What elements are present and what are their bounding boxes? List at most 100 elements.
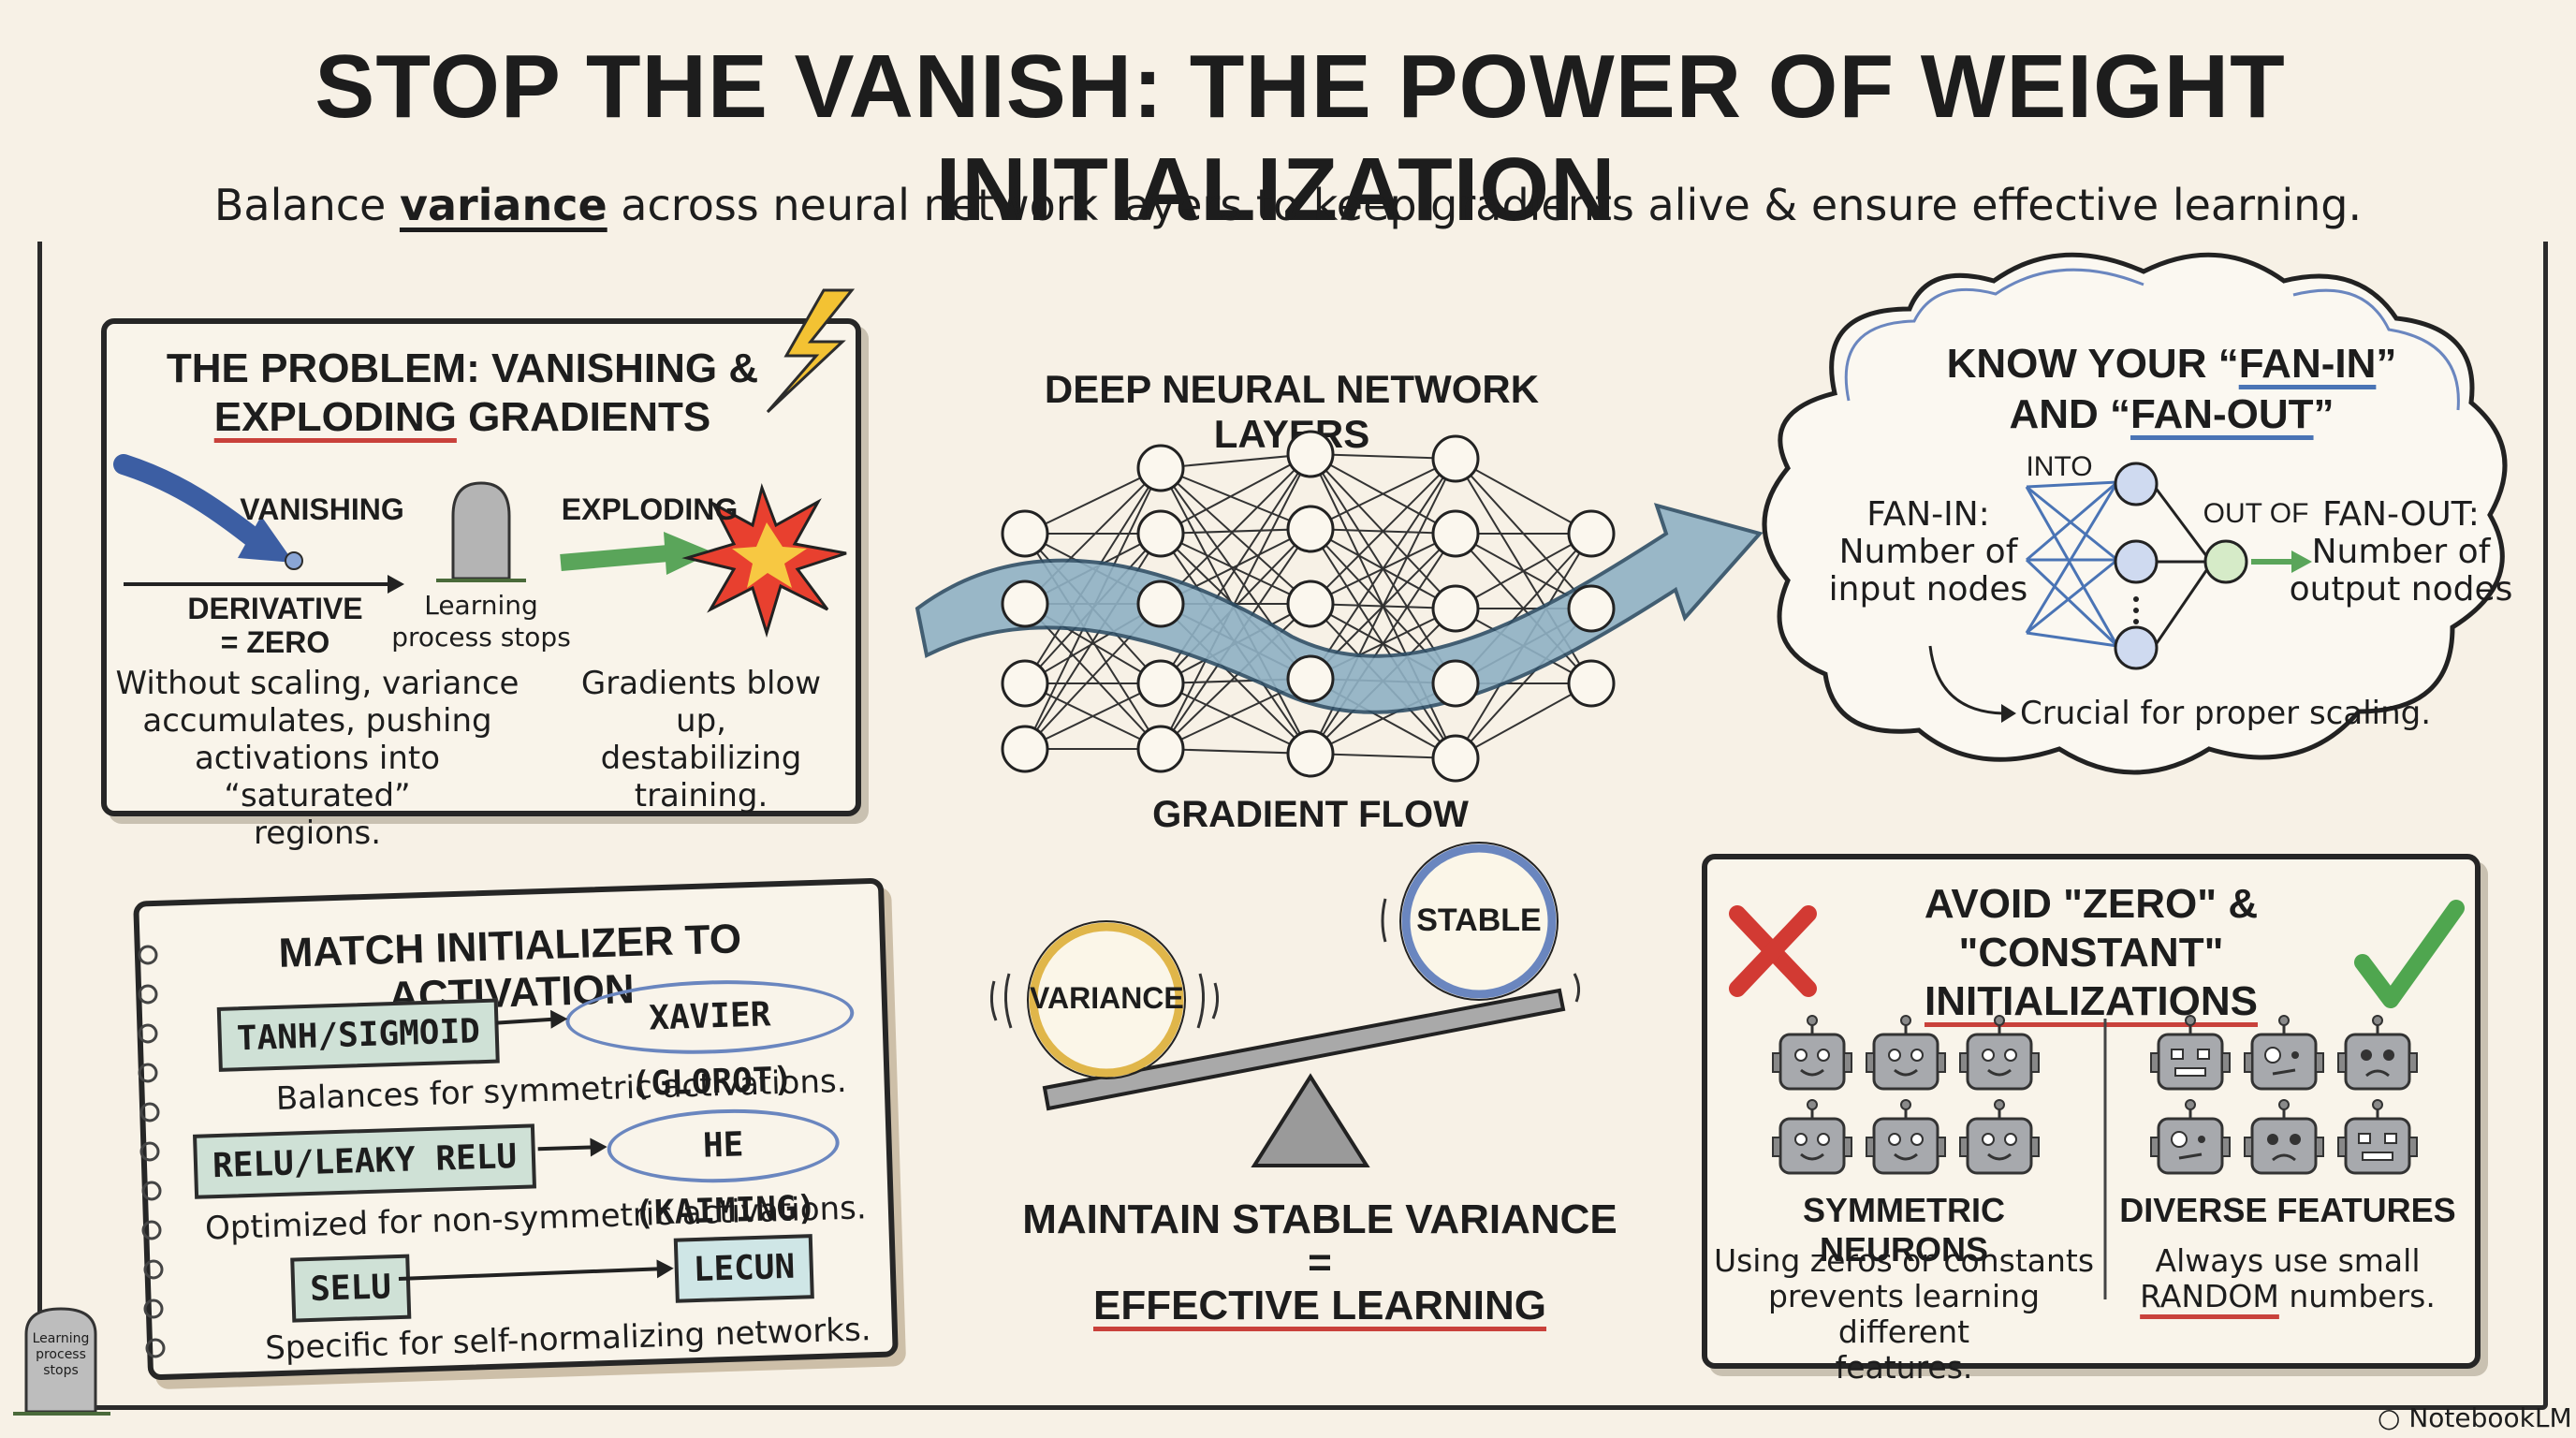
page-title: STOP THE VANISH: THE POWER OF WEIGHT INI… [0, 36, 2576, 242]
stable-ball-icon [1401, 844, 1557, 999]
exploding-description-line1: Gradients blow up, [580, 665, 822, 740]
green-check-icon [2354, 900, 2465, 1008]
gradient-flow-label: GRADIENT FLOW [1152, 794, 1469, 835]
variance-ball-icon [1029, 922, 1184, 1078]
network-heading: DEEP NEURAL NETWORK LAYERS [1044, 367, 1540, 456]
diverse-random: RANDOM [2140, 1278, 2279, 1314]
balance-line1: MAINTAIN STABLE VARIANCE [1022, 1196, 1617, 1242]
robot-icon [2244, 1015, 2324, 1091]
robot-icon [2337, 1015, 2418, 1091]
network-node [1431, 584, 1480, 633]
robot-icon [2150, 1015, 2231, 1091]
network-node [1136, 444, 1185, 492]
fan-in-definition: FAN-IN: Number of input nodes [1825, 496, 2031, 609]
corner-tomb-line3: stops [43, 1363, 79, 1378]
match-panel: MATCH INITIALIZER TO ACTIVATION TANH/SIG… [133, 877, 899, 1381]
fan-out-line1: Number of [2311, 533, 2491, 571]
subtitle-after: across neural network layers to keep gra… [607, 180, 2363, 230]
network-edge [1455, 682, 1592, 759]
network-node [1286, 430, 1335, 478]
network-node [1286, 729, 1335, 778]
network-edge [1160, 603, 1311, 750]
network-edge [1310, 458, 1456, 605]
vanishing-arrow-icon [113, 454, 271, 554]
fan-out-line2: output nodes [2289, 570, 2513, 609]
problem-illustration [113, 454, 847, 638]
red-x-icon [1729, 905, 1817, 997]
exploding-description: Gradients blow up, destabilizing trainin… [565, 665, 837, 814]
derivative-line1: DERIVATIVE [187, 592, 363, 625]
fan-heading-post2: ” [2313, 391, 2334, 437]
corner-tomb-line1: Learning [32, 1331, 90, 1346]
balance-caption: MAINTAIN STABLE VARIANCE = EFFECTIVE LEA… [1011, 1198, 1629, 1328]
robot-icon [1772, 1099, 1852, 1175]
symmetric-line3: features. [1835, 1349, 1973, 1386]
fan-out-definition: FAN-OUT: Number of output nodes [2284, 496, 2518, 609]
network-node [1001, 509, 1049, 558]
robot-icon [1959, 1015, 2040, 1091]
problem-panel: THE PROBLEM: VANISHING & EXPLODING GRADI… [101, 318, 861, 852]
corner-tomb-line2: process [36, 1347, 86, 1362]
symmetric-line1: Using zeros or constants [1713, 1242, 2095, 1279]
network-edge [1160, 748, 1311, 755]
fan-in-line1: Number of [1838, 533, 2018, 571]
problem-heading-line1: THE PROBLEM: VANISHING & [166, 345, 759, 391]
robot-icon [1959, 1099, 2040, 1175]
fan-heading-post1: ” [2376, 341, 2397, 387]
network-node [1136, 725, 1185, 773]
robot-icon [2337, 1099, 2418, 1175]
notebooklm-icon: ○ [2378, 1402, 2401, 1433]
avoid-panel: AVOID "ZERO" & "CONSTANT" INITIALIZATION… [1702, 854, 2481, 1386]
exploding-description-line2: destabilizing [600, 740, 802, 777]
vanishing-dot-icon [285, 551, 303, 570]
symmetric-description: Using zeros or constants prevents learni… [1707, 1243, 2100, 1386]
fan-heading-fanin: FAN-IN [2238, 341, 2377, 387]
network-edge [1160, 682, 1311, 755]
network-edge [1160, 453, 1311, 469]
derivative-label: DERIVATIVE = ZERO [163, 592, 388, 659]
exploding-description-line3: training. [634, 777, 768, 814]
network-edge [1310, 458, 1456, 530]
network-edge [1455, 458, 1592, 535]
network-node [1567, 584, 1616, 633]
network-edge [1160, 453, 1311, 750]
gradient-flow-arrow-icon [915, 503, 1764, 714]
out-of-label: OUT OF [2203, 498, 2309, 529]
network-node [1001, 725, 1049, 773]
fan-out-title: FAN-OUT: [2322, 495, 2480, 534]
network-node [1567, 509, 1616, 558]
network-edge [1310, 453, 1456, 460]
network-node [1431, 434, 1480, 483]
subtitle-before: Balance [213, 180, 400, 230]
derivative-line2: = ZERO [220, 625, 330, 659]
network-edge [1310, 753, 1456, 759]
fan-heading-pre2: AND “ [2009, 391, 2131, 437]
network-edge [1024, 467, 1162, 535]
network-node [1001, 659, 1049, 708]
fan-in-title: FAN-IN: [1866, 495, 1990, 534]
diverse-title: DIVERSE FEATURES [2119, 1191, 2456, 1229]
vanishing-description-line4: regions. [253, 814, 382, 852]
network-edge [1024, 682, 1162, 750]
brand-badge: ○ NotebookLM [2378, 1402, 2572, 1433]
robot-icon [1866, 1015, 1946, 1091]
network-node [1136, 659, 1185, 708]
avoid-heading-line1: AVOID "ZERO" & "CONSTANT" [1924, 881, 2259, 976]
robot-icon [2150, 1099, 2231, 1175]
vanishing-description-line2: accumulates, pushing [142, 702, 492, 740]
output-node-icon [2203, 539, 2248, 584]
network-node [1431, 509, 1480, 558]
tombstone-caption: Learning process stops [388, 590, 575, 653]
into-label: INTO [2026, 451, 2093, 482]
robot-icon [1866, 1099, 1946, 1175]
network-node [1136, 580, 1185, 628]
avoid-heading: AVOID "ZERO" & "CONSTANT" INITIALIZATION… [1792, 880, 2391, 1026]
tombstone-caption-line2: process stops [391, 622, 571, 653]
diverse-line2-rest: numbers. [2278, 1278, 2436, 1314]
network-node [1567, 659, 1616, 708]
diverse-line1: Always use small [2155, 1242, 2421, 1279]
fan-heading-pre1: KNOW YOUR “ [1946, 341, 2239, 387]
